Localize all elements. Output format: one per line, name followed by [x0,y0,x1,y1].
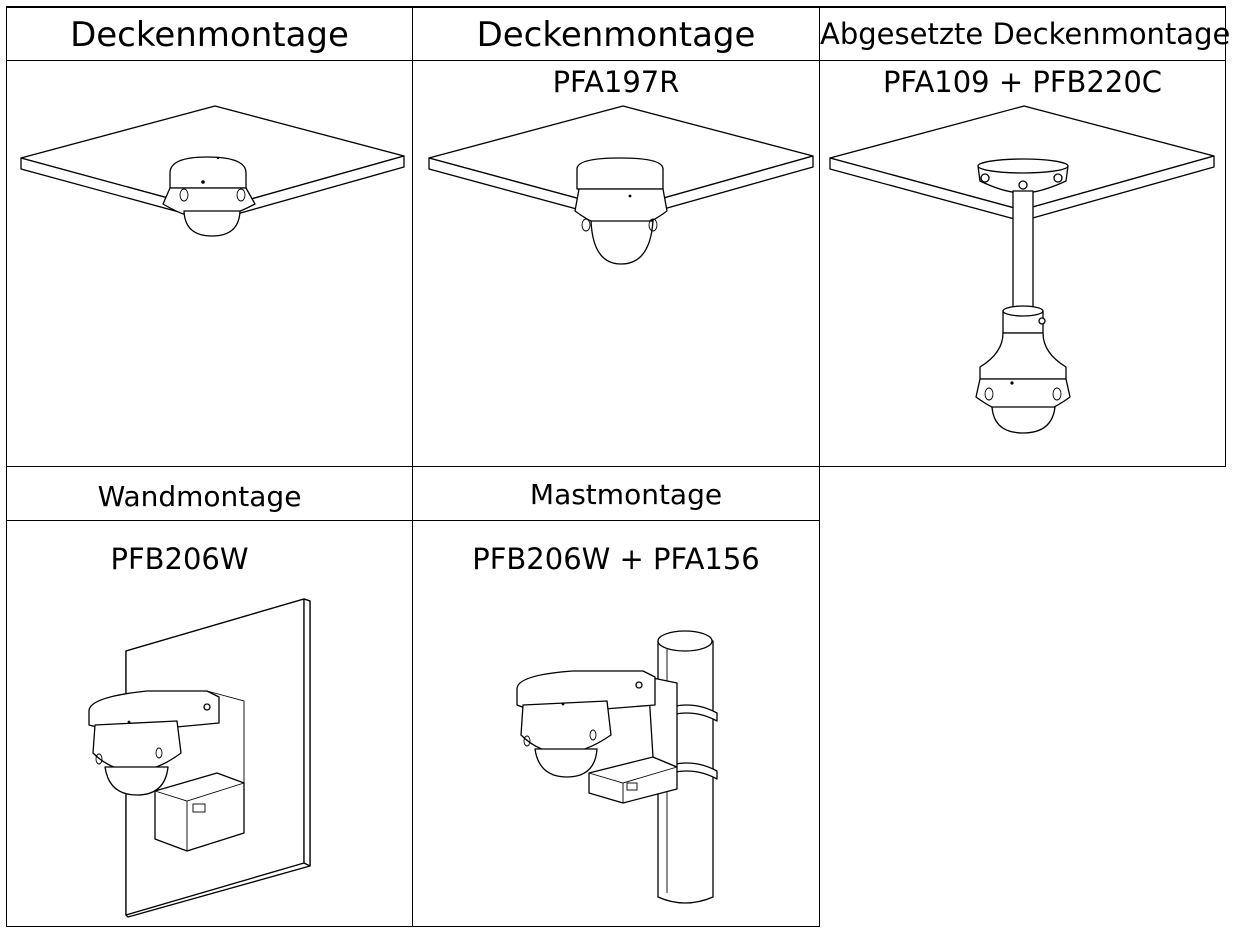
table-border-top [6,6,1226,8]
table-row-divider [6,466,1226,467]
table-col-divider-2 [819,6,820,927]
table-header-divider-row2 [6,520,820,521]
ceiling-mount-camera-icon [20,105,405,237]
model-label-ceiling-adapter: PFA197R [552,65,680,99]
pole-mount-camera-icon [516,630,718,904]
cell-title-pole-mount: Mastmontage [529,478,723,511]
table-border-left [6,6,7,927]
model-label-pole: PFB206W + PFA156 [472,542,760,576]
pendant-mount-camera-icon [829,105,1215,434]
model-label-pendant: PFA109 + PFB220C [882,65,1163,99]
table-border-right [1225,6,1226,467]
cell-title-pendant-mount: Abgesetzte Deckenmontage [820,17,1231,51]
model-label-wall: PFB206W [110,542,249,576]
wall-mount-camera-icon [88,598,311,918]
cell-title-ceiling-mount: Deckenmontage [70,15,349,55]
table-border-bottom [6,926,820,927]
table-header-divider-row1 [6,60,1226,61]
cell-title-ceiling-mount-adapter: Deckenmontage [476,15,756,55]
ceiling-adapter-camera-icon [428,105,814,265]
table-col-divider-1 [412,6,413,927]
cell-title-wall-mount: Wandmontage [97,480,302,513]
